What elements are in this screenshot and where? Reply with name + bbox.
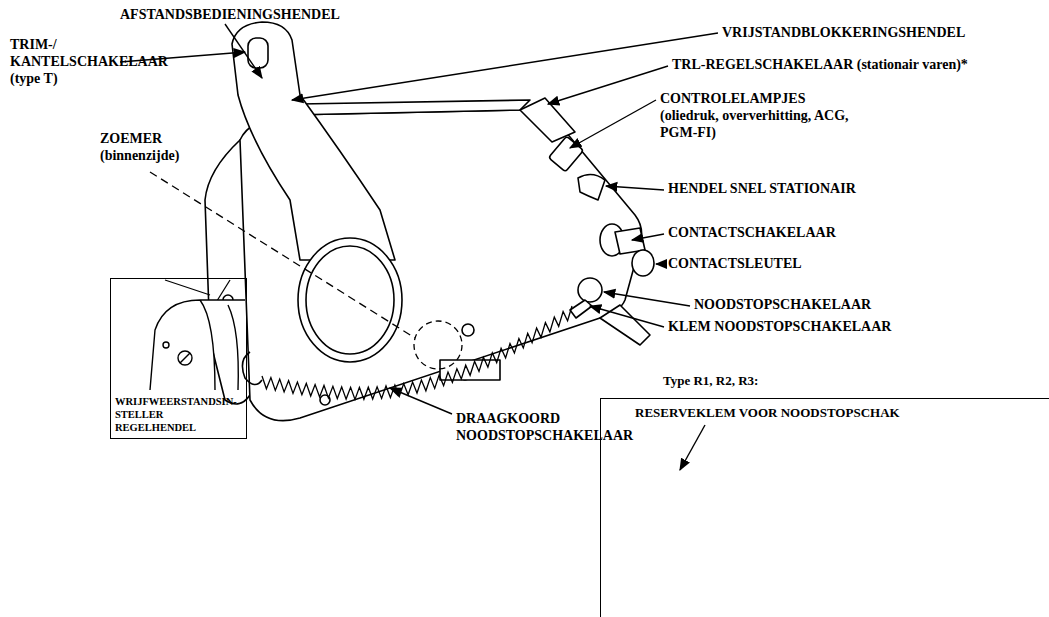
inset-caption: WRIJFWEERSTANDSIN- STELLER REGELHENDEL [111, 279, 246, 438]
part-label: AFSTANDSBEDIENINGSHENDEL [120, 6, 340, 23]
part-label: NOODSTOPSCHAKELAAR [694, 296, 871, 313]
part-label: DRAAGKOORD NOODSTOPSCHAKELAAR [456, 410, 631, 444]
part-label: CONTROLELAMPJES (oliedruk, oververhittin… [660, 90, 865, 141]
part-label: KLEM NOODSTOPSCHAKELAAR [668, 318, 891, 335]
part-label: CONTACTSLEUTEL [668, 255, 802, 272]
part-label: HENDEL SNEL STATIONAIR [668, 180, 856, 197]
part-label: ZOEMER (binnenzijde) [100, 130, 200, 164]
part-label: VRIJSTANDBLOKKERINGSHENDEL [722, 24, 965, 41]
inset-box: WRIJFWEERSTANDSIN- STELLER REGELHENDEL [110, 278, 247, 439]
box-text: RESERVEKLEM VOOR NOODSTOPSCHAK [635, 405, 900, 421]
part-label: TRIM-/ KANTELSCHAKELAAR (type T) [10, 36, 182, 87]
box-heading: Type R1, R2, R3: [663, 373, 758, 389]
detail-box: Type R1, R2, R3:RESERVEKLEM VOOR NOODSTO… [600, 398, 1049, 617]
part-label: CONTACTSCHAKELAAR [668, 224, 836, 241]
part-label: TRL-REGELSCHAKELAAR (stationair varen)* [672, 56, 968, 73]
